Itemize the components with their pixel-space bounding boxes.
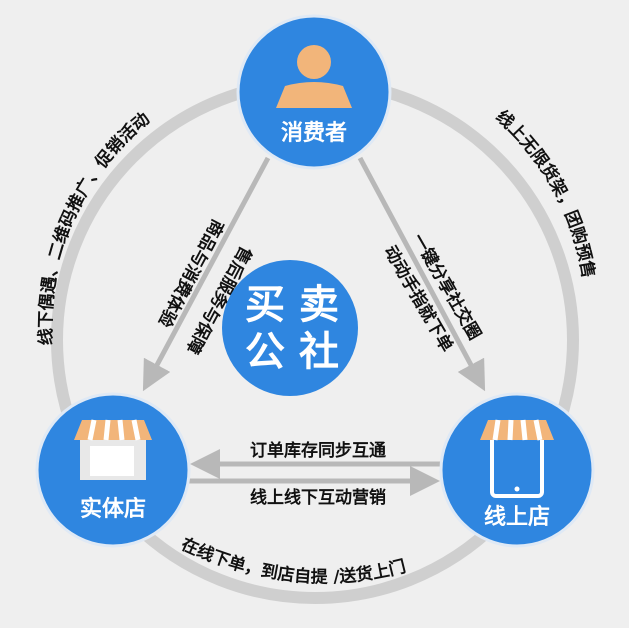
store-icon: [74, 419, 152, 480]
consumer-label: 消费者: [281, 121, 347, 146]
physical-store-label: 实体店: [80, 496, 146, 522]
person-icon: [276, 45, 352, 108]
arc-label-right-text: 线上无限货架，团购预售: [492, 106, 599, 279]
label-bottom-horizontal: 线上线下互动营销: [250, 487, 386, 508]
center-line2: 公 社: [245, 328, 339, 375]
arrow-consumer-to-physical: [142, 156, 271, 392]
center-circle: [222, 260, 358, 396]
consumer-node[interactable]: 消费者: [236, 14, 392, 170]
online-store-label: 线上店: [484, 504, 550, 530]
arc-label-left-text: 线下偶遇、二维码推广、促销活动: [35, 109, 154, 346]
online-store-node[interactable]: 线上店: [439, 392, 595, 548]
phone-store-icon: [480, 419, 554, 498]
center-line1: 买 卖: [245, 281, 339, 328]
arc-label-right: 线上无限货架，团购预售: [492, 106, 599, 279]
arc-label-left: 线下偶遇、二维码推广、促销活动: [35, 109, 154, 346]
arrow-consumer-to-online: [357, 156, 486, 392]
label-top-horizontal: 订单库存同步互通: [250, 440, 386, 461]
physical-store-node[interactable]: 实体店: [35, 392, 191, 548]
